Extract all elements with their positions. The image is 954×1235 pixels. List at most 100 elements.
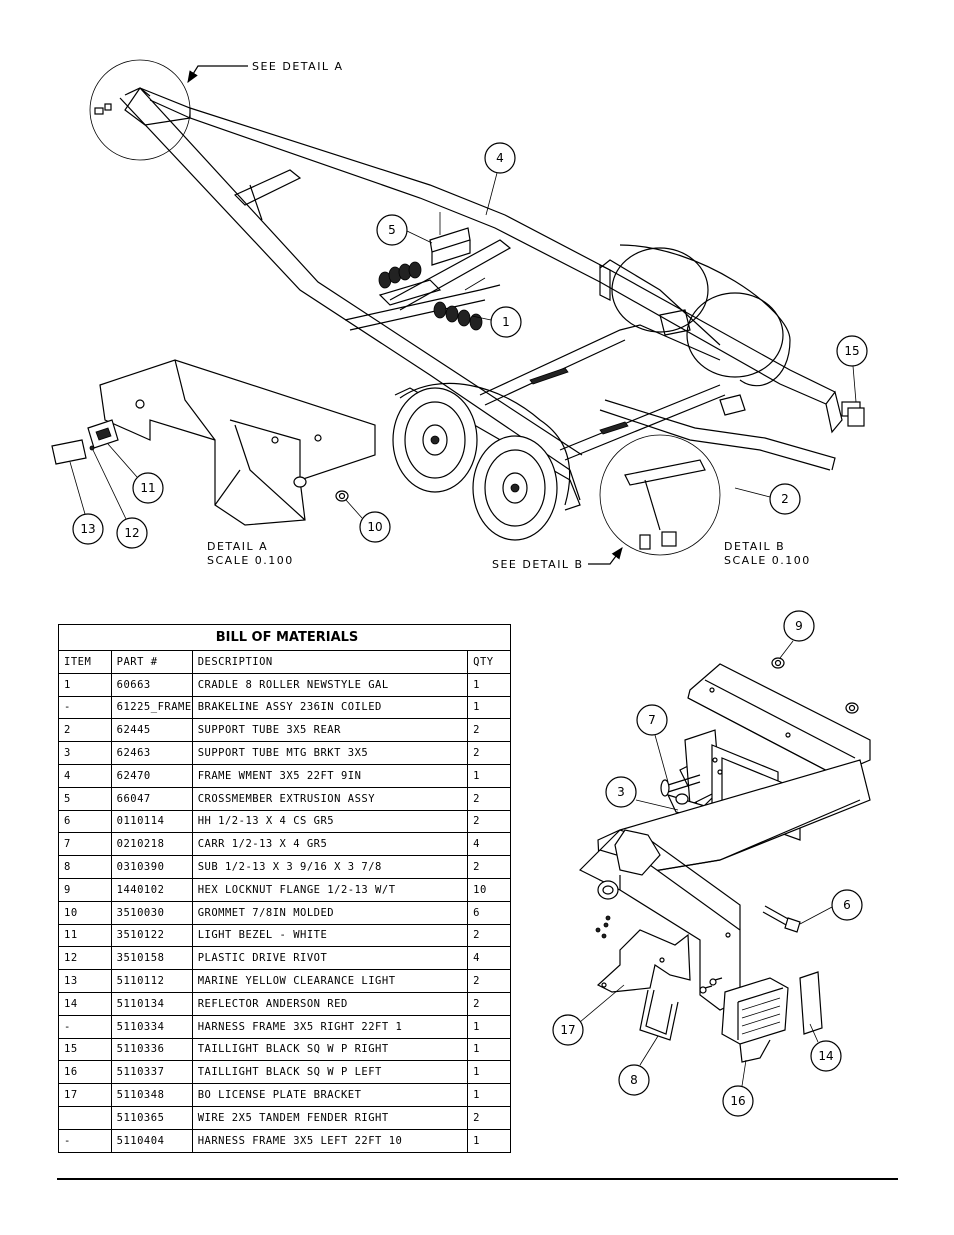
balloon-5: 5 [376,214,433,246]
bom-header-part: PART # [110,650,193,674]
balloon-3: 3 [605,776,679,811]
bom-cell-description: GROMMET 7/8IN MOLDED [191,900,469,925]
svg-text:12: 12 [124,526,139,540]
bom-cell-description: BRAKELINE ASSY 236IN COILED [191,695,469,720]
bom-cell-qty: 4 [467,946,511,971]
detail-a-drawing [51,359,376,526]
bom-cell-description: SUPPORT TUBE 3X5 REAR [191,718,469,743]
svg-text:11: 11 [140,481,155,495]
bom-cell-qty: 6 [467,900,511,925]
bom-cell-part: 3510158 [110,946,193,971]
detail-a-title: DETAIL A [207,540,268,553]
bom-cell-qty: 1 [467,763,511,788]
bom-cell-qty: 1 [467,695,511,720]
balloon-7: 7 [636,704,669,783]
svg-text:4: 4 [496,151,504,165]
bom-cell-description: TAILLIGHT BLACK SQ W P RIGHT [191,1037,469,1062]
svg-text:14: 14 [818,1049,833,1063]
bom-header-qty: QTY [467,650,511,674]
bom-cell-description: TAILLIGHT BLACK SQ W P LEFT [191,1060,469,1085]
bom-cell-description: CROSSMEMBER EXTRUSION ASSY [191,786,469,811]
bom-cell-part: 62463 [110,741,193,765]
balloon-12: 12 [92,449,148,549]
svg-text:15: 15 [844,344,859,358]
balloon-15: 15 [836,335,868,403]
bom-cell-part: 5110404 [110,1128,193,1153]
svg-text:6: 6 [843,898,851,912]
bom-cell-item: 16 [58,1060,112,1085]
bom-cell-description: PLASTIC DRIVE RIVOT [191,946,469,971]
svg-text:1: 1 [502,315,510,329]
bom-cell-item: 9 [58,877,112,902]
svg-text:5: 5 [388,223,396,237]
detail-a-circle [89,59,191,161]
bom-cell-qty: 1 [467,1060,511,1085]
bom-cell-description: SUB 1/2-13 X 3 9/16 X 3 7/8 [191,855,469,879]
bill-of-materials-table: BILL OF MATERIALS ITEM PART # DESCRIPTIO… [58,624,511,1153]
balloon-8: 8 [618,1035,659,1096]
svg-text:17: 17 [560,1023,575,1037]
svg-text:2: 2 [781,492,789,506]
bom-header-description: DESCRIPTION [191,650,469,674]
bom-cell-part: 62445 [110,718,193,743]
svg-text:9: 9 [795,619,803,633]
bom-cell-part: 5110112 [110,969,193,993]
bom-cell-description: LIGHT BEZEL - WHITE [191,923,469,948]
bom-cell-qty: 2 [467,991,511,1016]
bom-cell-item: - [58,695,112,720]
bom-cell-description: FRAME WMENT 3X5 22FT 9IN [191,763,469,788]
bom-cell-item: 8 [58,855,112,879]
bom-cell-qty: 1 [467,1128,511,1153]
bom-cell-item: 3 [58,741,112,765]
bom-cell-description: HARNESS FRAME 3X5 LEFT 22FT 10 [191,1128,469,1153]
bom-title: BILL OF MATERIALS [58,624,511,651]
bom-cell-part: 3510122 [110,923,193,948]
bom-cell-item: - [58,1128,112,1153]
bom-cell-part: 1440102 [110,877,193,902]
balloon-13: 13 [69,461,104,545]
bom-cell-item: 13 [58,969,112,993]
bom-cell-part: 0110114 [110,809,193,834]
bom-cell-part: 3510030 [110,900,193,925]
balloon-2: 2 [734,483,801,515]
balloon-10: 10 [345,499,391,543]
bom-cell-part: 5110365 [110,1105,193,1130]
balloon-11: 11 [107,443,164,504]
trailer-frame-drawing [119,87,865,541]
bom-cell-qty: 10 [467,877,511,902]
bom-cell-qty: 1 [467,1083,511,1107]
bom-cell-item: 4 [58,763,112,788]
bom-cell-item [58,1105,112,1130]
bom-cell-part: 61225_FRAME [110,695,193,720]
detail-a-scale: SCALE 0.100 [207,554,294,567]
bom-cell-item: 6 [58,809,112,834]
bom-cell-qty: 1 [467,1014,511,1039]
bom-cell-item: 14 [58,991,112,1016]
svg-text:3: 3 [617,785,625,799]
bom-cell-description: BO LICENSE PLATE BRACKET [191,1083,469,1107]
bom-cell-description: MARINE YELLOW CLEARANCE LIGHT [191,969,469,993]
bom-cell-item: 10 [58,900,112,925]
bom-cell-description: HEX LOCKNUT FLANGE 1/2-13 W/T [191,877,469,902]
svg-text:7: 7 [648,713,656,727]
bom-cell-qty: 2 [467,809,511,834]
detail-b-scale: SCALE 0.100 [724,554,811,567]
bom-cell-item: 17 [58,1083,112,1107]
